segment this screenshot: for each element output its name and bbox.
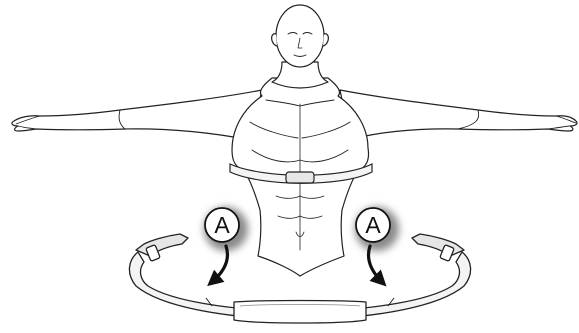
callout-right-arrow	[369, 246, 383, 282]
strap-clip-left	[136, 234, 188, 256]
callout-right: A	[355, 207, 399, 282]
right-arm	[340, 90, 577, 140]
callout-left-arrow	[212, 246, 227, 282]
left-arm	[12, 90, 262, 140]
callout-right-label: A	[365, 212, 381, 238]
callout-left: A	[204, 207, 248, 282]
heart-rate-transmitter	[234, 301, 366, 324]
callout-left-label: A	[214, 212, 230, 238]
head	[276, 5, 324, 67]
strap-clip-right	[412, 234, 464, 256]
human-figure	[12, 5, 577, 276]
